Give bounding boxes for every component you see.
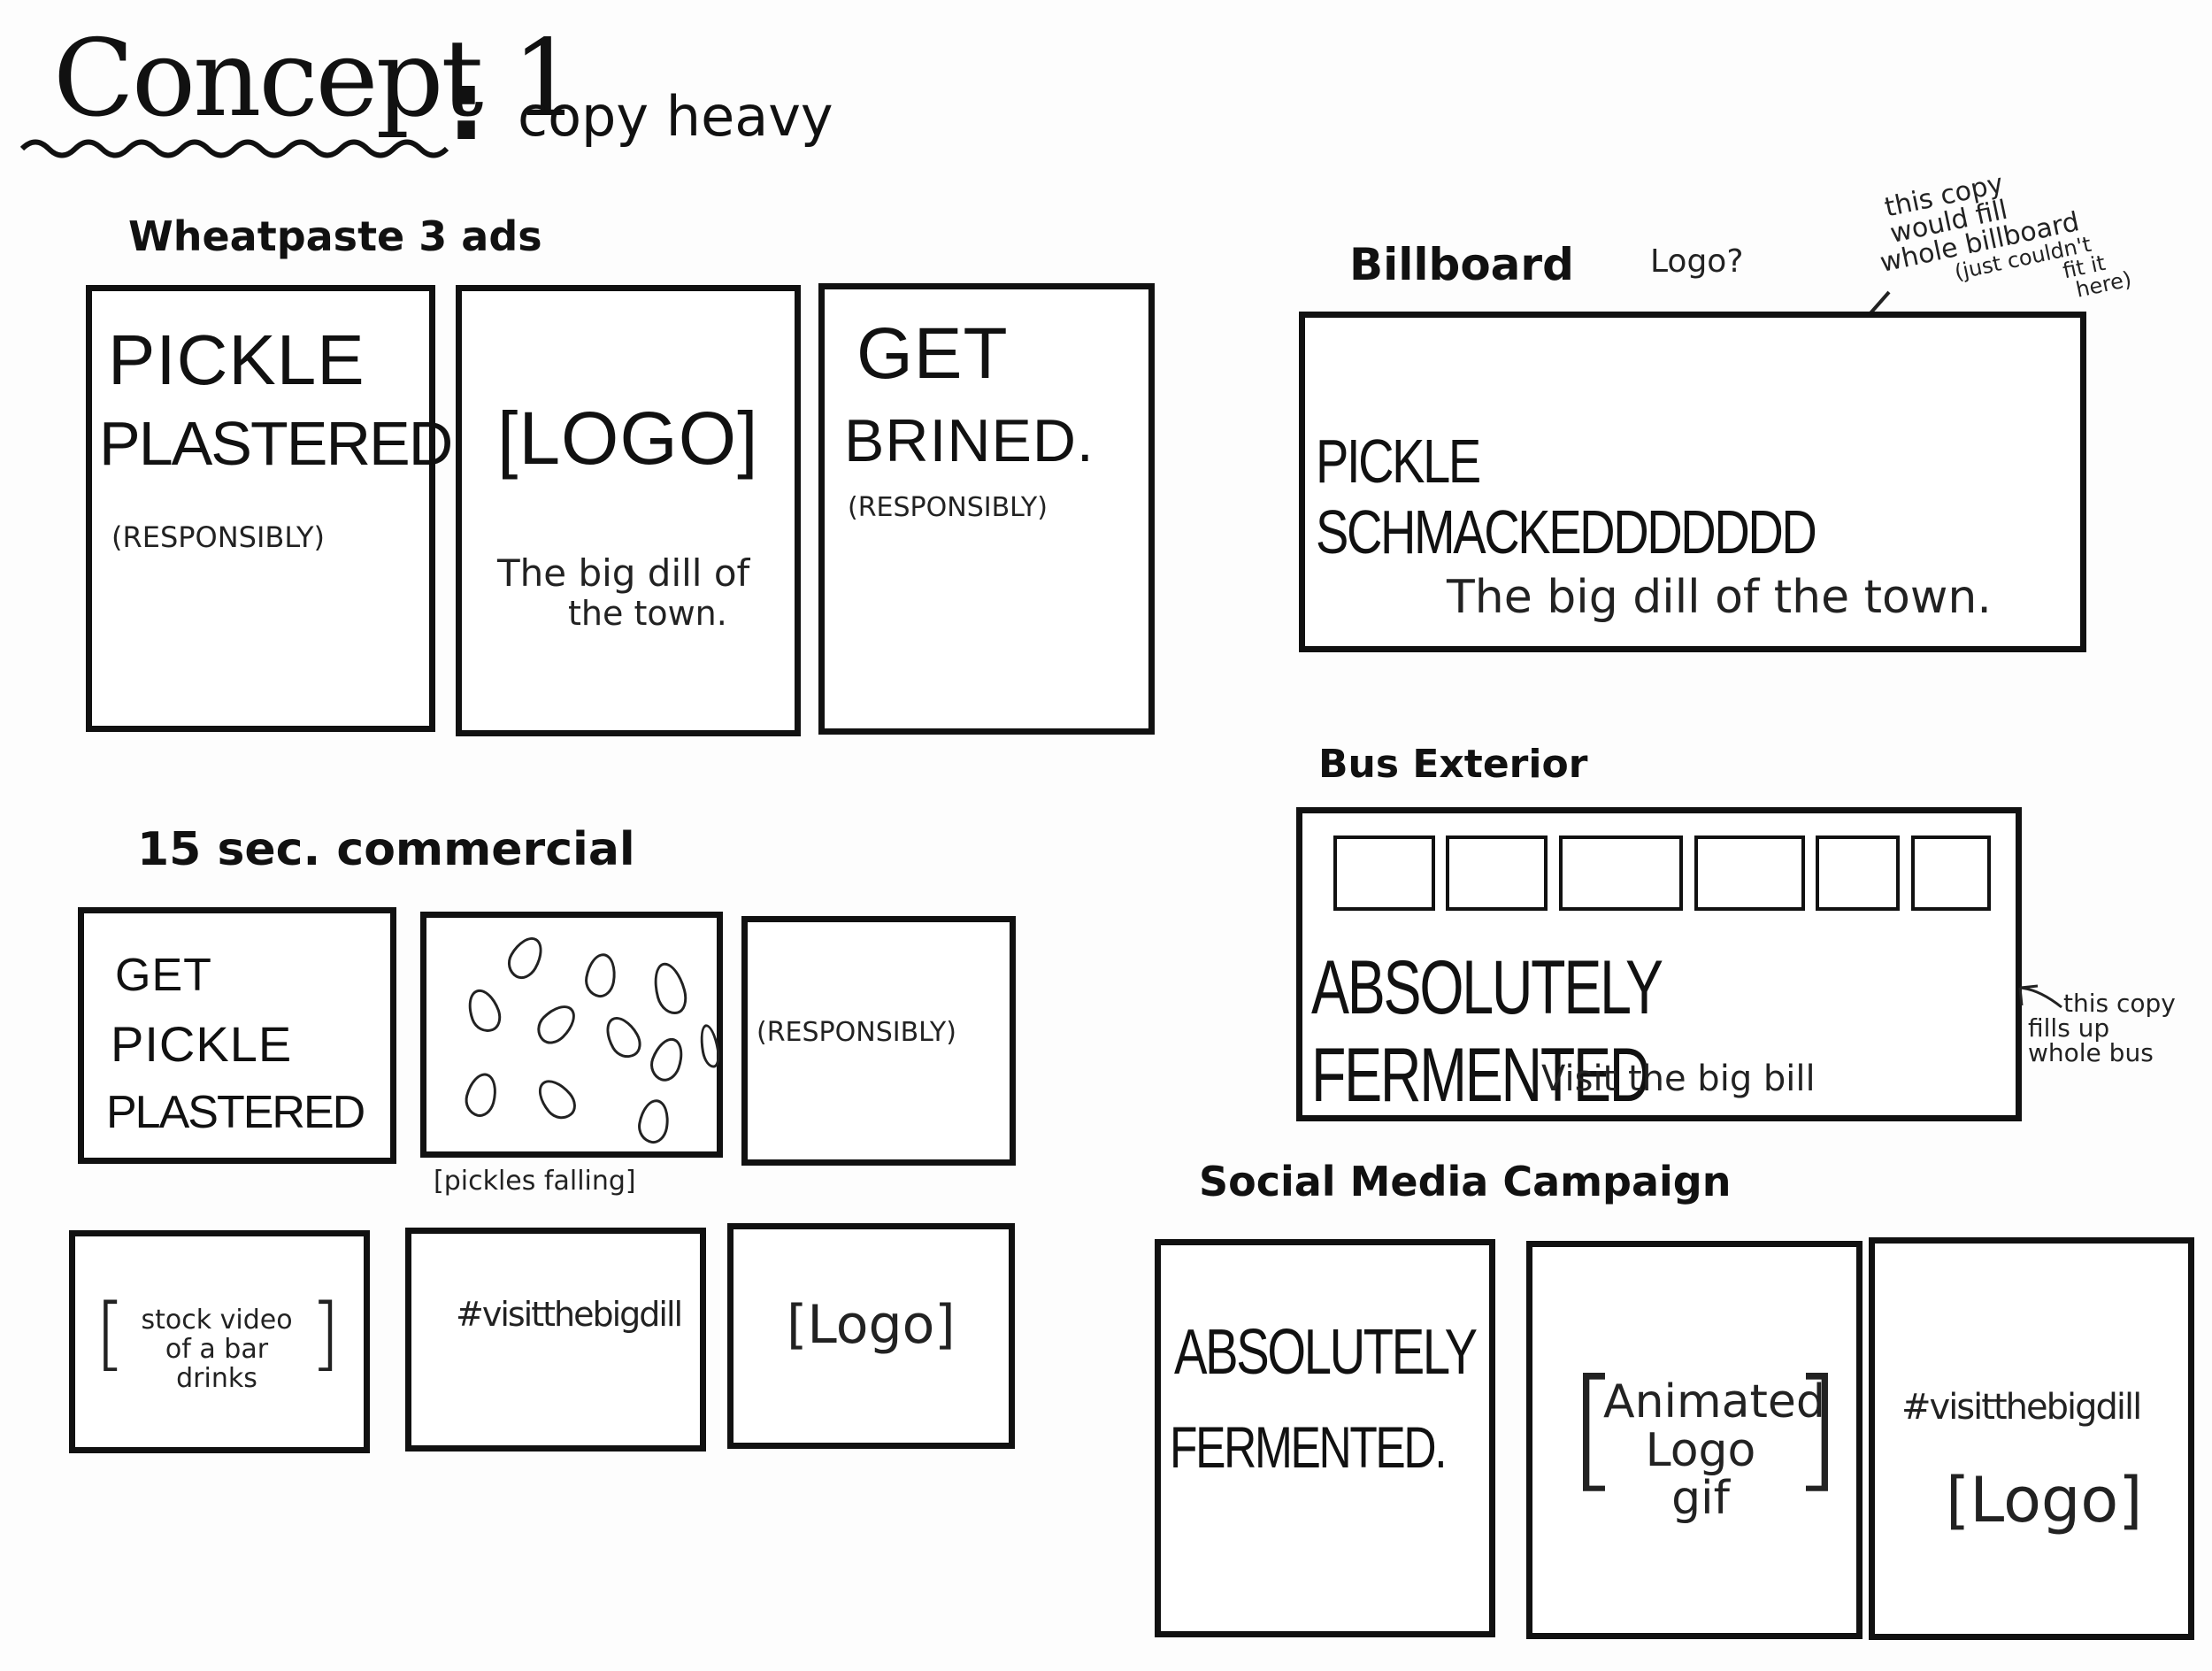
commercial-frame-2	[420, 912, 723, 1158]
commercial-frame-4: [ stock video of a bar drinks ]	[69, 1230, 370, 1453]
pickle-1	[462, 984, 506, 1037]
bus-note-line-2: fills up	[2028, 1013, 2110, 1043]
bus-heading: Bus Exterior	[1318, 742, 1588, 787]
f4-bracket-right: ]	[310, 1287, 342, 1380]
f4-line1: stock video	[141, 1305, 293, 1336]
social-heading: Social Media Campaign	[1199, 1158, 1732, 1205]
f1-line3: PLASTERED	[106, 1087, 365, 1138]
billboard-tagline: The big dill of the town.	[1447, 571, 1992, 624]
title-colon: :	[447, 49, 486, 162]
bus-exterior: ABSOLUTELY FERMENTED Visit the big bill	[1296, 807, 2022, 1121]
f4-line3: drinks	[176, 1363, 257, 1394]
ad1-line1: PICKLE	[108, 320, 365, 399]
p2-line2: Logo	[1645, 1423, 1756, 1477]
billboard-logo-note: Logo?	[1650, 243, 1744, 280]
commercial-frame-6: [Logo]	[727, 1223, 1015, 1449]
f6-text: [Logo]	[787, 1294, 956, 1356]
billboard: PICKLE SCHMACKEDDDDDDD The big dill of t…	[1299, 312, 2086, 652]
pickle-11	[696, 1022, 723, 1070]
f5-text: #visitthebigdill	[456, 1295, 683, 1334]
bus-window-3	[1559, 836, 1683, 911]
pickle-5	[530, 997, 583, 1051]
p3-line2: [Logo]	[1946, 1464, 2143, 1536]
page-subtitle: copy heavy	[518, 84, 833, 149]
wheatpaste-ad-3: GET BRINED. (RESPONSIBLY)	[818, 283, 1155, 735]
p1-line2: FERMENTED.	[1170, 1414, 1448, 1480]
bus-window-2	[1446, 836, 1548, 911]
p2-text: Animated Logo gif	[1603, 1375, 1825, 1526]
ad3-line1: GET	[856, 313, 1009, 394]
bus-window-1	[1333, 836, 1435, 911]
social-post-3: #visitthebigdill [Logo]	[1869, 1237, 2194, 1640]
f4-text: stock video of a bar drinks	[128, 1305, 305, 1393]
pickle-4	[648, 959, 692, 1019]
f4-line2: of a bar	[165, 1334, 269, 1365]
commercial-frame-2-caption: [pickles falling]	[434, 1166, 636, 1197]
commercial-heading: 15 sec. commercial	[137, 823, 635, 876]
pickle-3	[581, 951, 620, 1000]
billboard-headline: PICKLE SCHMACKEDDDDDDD	[1316, 427, 1817, 566]
wheatpaste-heading: Wheatpaste 3 ads	[128, 212, 542, 260]
wheatpaste-ad-1: PICKLE PLASTERED. (RESPONSIBLY)	[86, 285, 469, 732]
bus-window-6	[1911, 836, 1991, 911]
pickle-6	[598, 1010, 648, 1065]
f4-bracket-left: [	[95, 1287, 127, 1380]
p2-bracket-left: [	[1568, 1351, 1620, 1505]
f1-line1: GET	[115, 950, 212, 1001]
commercial-frame-3: (RESPONSIBLY)	[741, 916, 1016, 1166]
bus-headline: ABSOLUTELY FERMENTED	[1311, 945, 1663, 1118]
title-text: Concept 1	[53, 18, 580, 141]
ad3-line2: BRINED.	[844, 407, 1094, 474]
page-title: Concept 1	[53, 18, 580, 141]
p2-line3: gif	[1671, 1472, 1730, 1526]
ad1-line3: (RESPONSIBLY)	[111, 520, 325, 554]
p2-bracket-right: ]	[1791, 1351, 1843, 1505]
ad3-line3: (RESPONSIBLY)	[848, 492, 1048, 523]
f3-text: (RESPONSIBLY)	[757, 1017, 956, 1048]
f1-line2: PICKLE	[111, 1016, 293, 1072]
pickle-2	[501, 930, 550, 985]
pickle-10	[634, 1097, 673, 1146]
commercial-frame-1: GET PICKLE PLASTERED	[78, 907, 396, 1164]
title-underline-squiggle	[19, 139, 449, 158]
pickle-8	[461, 1069, 502, 1120]
bus-note-arrow	[2018, 984, 2062, 1009]
billboard-heading: Billboard	[1349, 239, 1574, 290]
social-post-2: [ Animated Logo gif ]	[1526, 1241, 1863, 1639]
pickle-9	[530, 1072, 583, 1127]
pickle-7	[645, 1033, 689, 1086]
ad1-line2: PLASTERED.	[99, 409, 469, 478]
ad2-line2: the town.	[568, 594, 727, 633]
bus-side-note: this copy fills up whole bus	[2028, 991, 2176, 1066]
bus-tagline: Visit the big bill	[1541, 1059, 1816, 1099]
bus-window-5	[1816, 836, 1900, 911]
bus-note-line-1: this copy	[2063, 989, 2176, 1018]
ad2-line1: The big dill of	[497, 551, 750, 595]
commercial-frame-5: #visitthebigdill	[405, 1228, 706, 1452]
p2-line1: Animated	[1603, 1375, 1825, 1428]
bus-note-line-3: whole bus	[2028, 1038, 2154, 1067]
social-post-1: ABSOLUTELY FERMENTED.	[1155, 1239, 1495, 1637]
p3-line1: #visitthebigdill	[1901, 1387, 2142, 1428]
bus-window-4	[1694, 836, 1805, 911]
ad2-logo: [LOGO]	[497, 397, 759, 480]
p1-line1: ABSOLUTELY	[1174, 1317, 1478, 1388]
wheatpaste-ad-2: [LOGO] The big dill of the town.	[456, 285, 801, 736]
